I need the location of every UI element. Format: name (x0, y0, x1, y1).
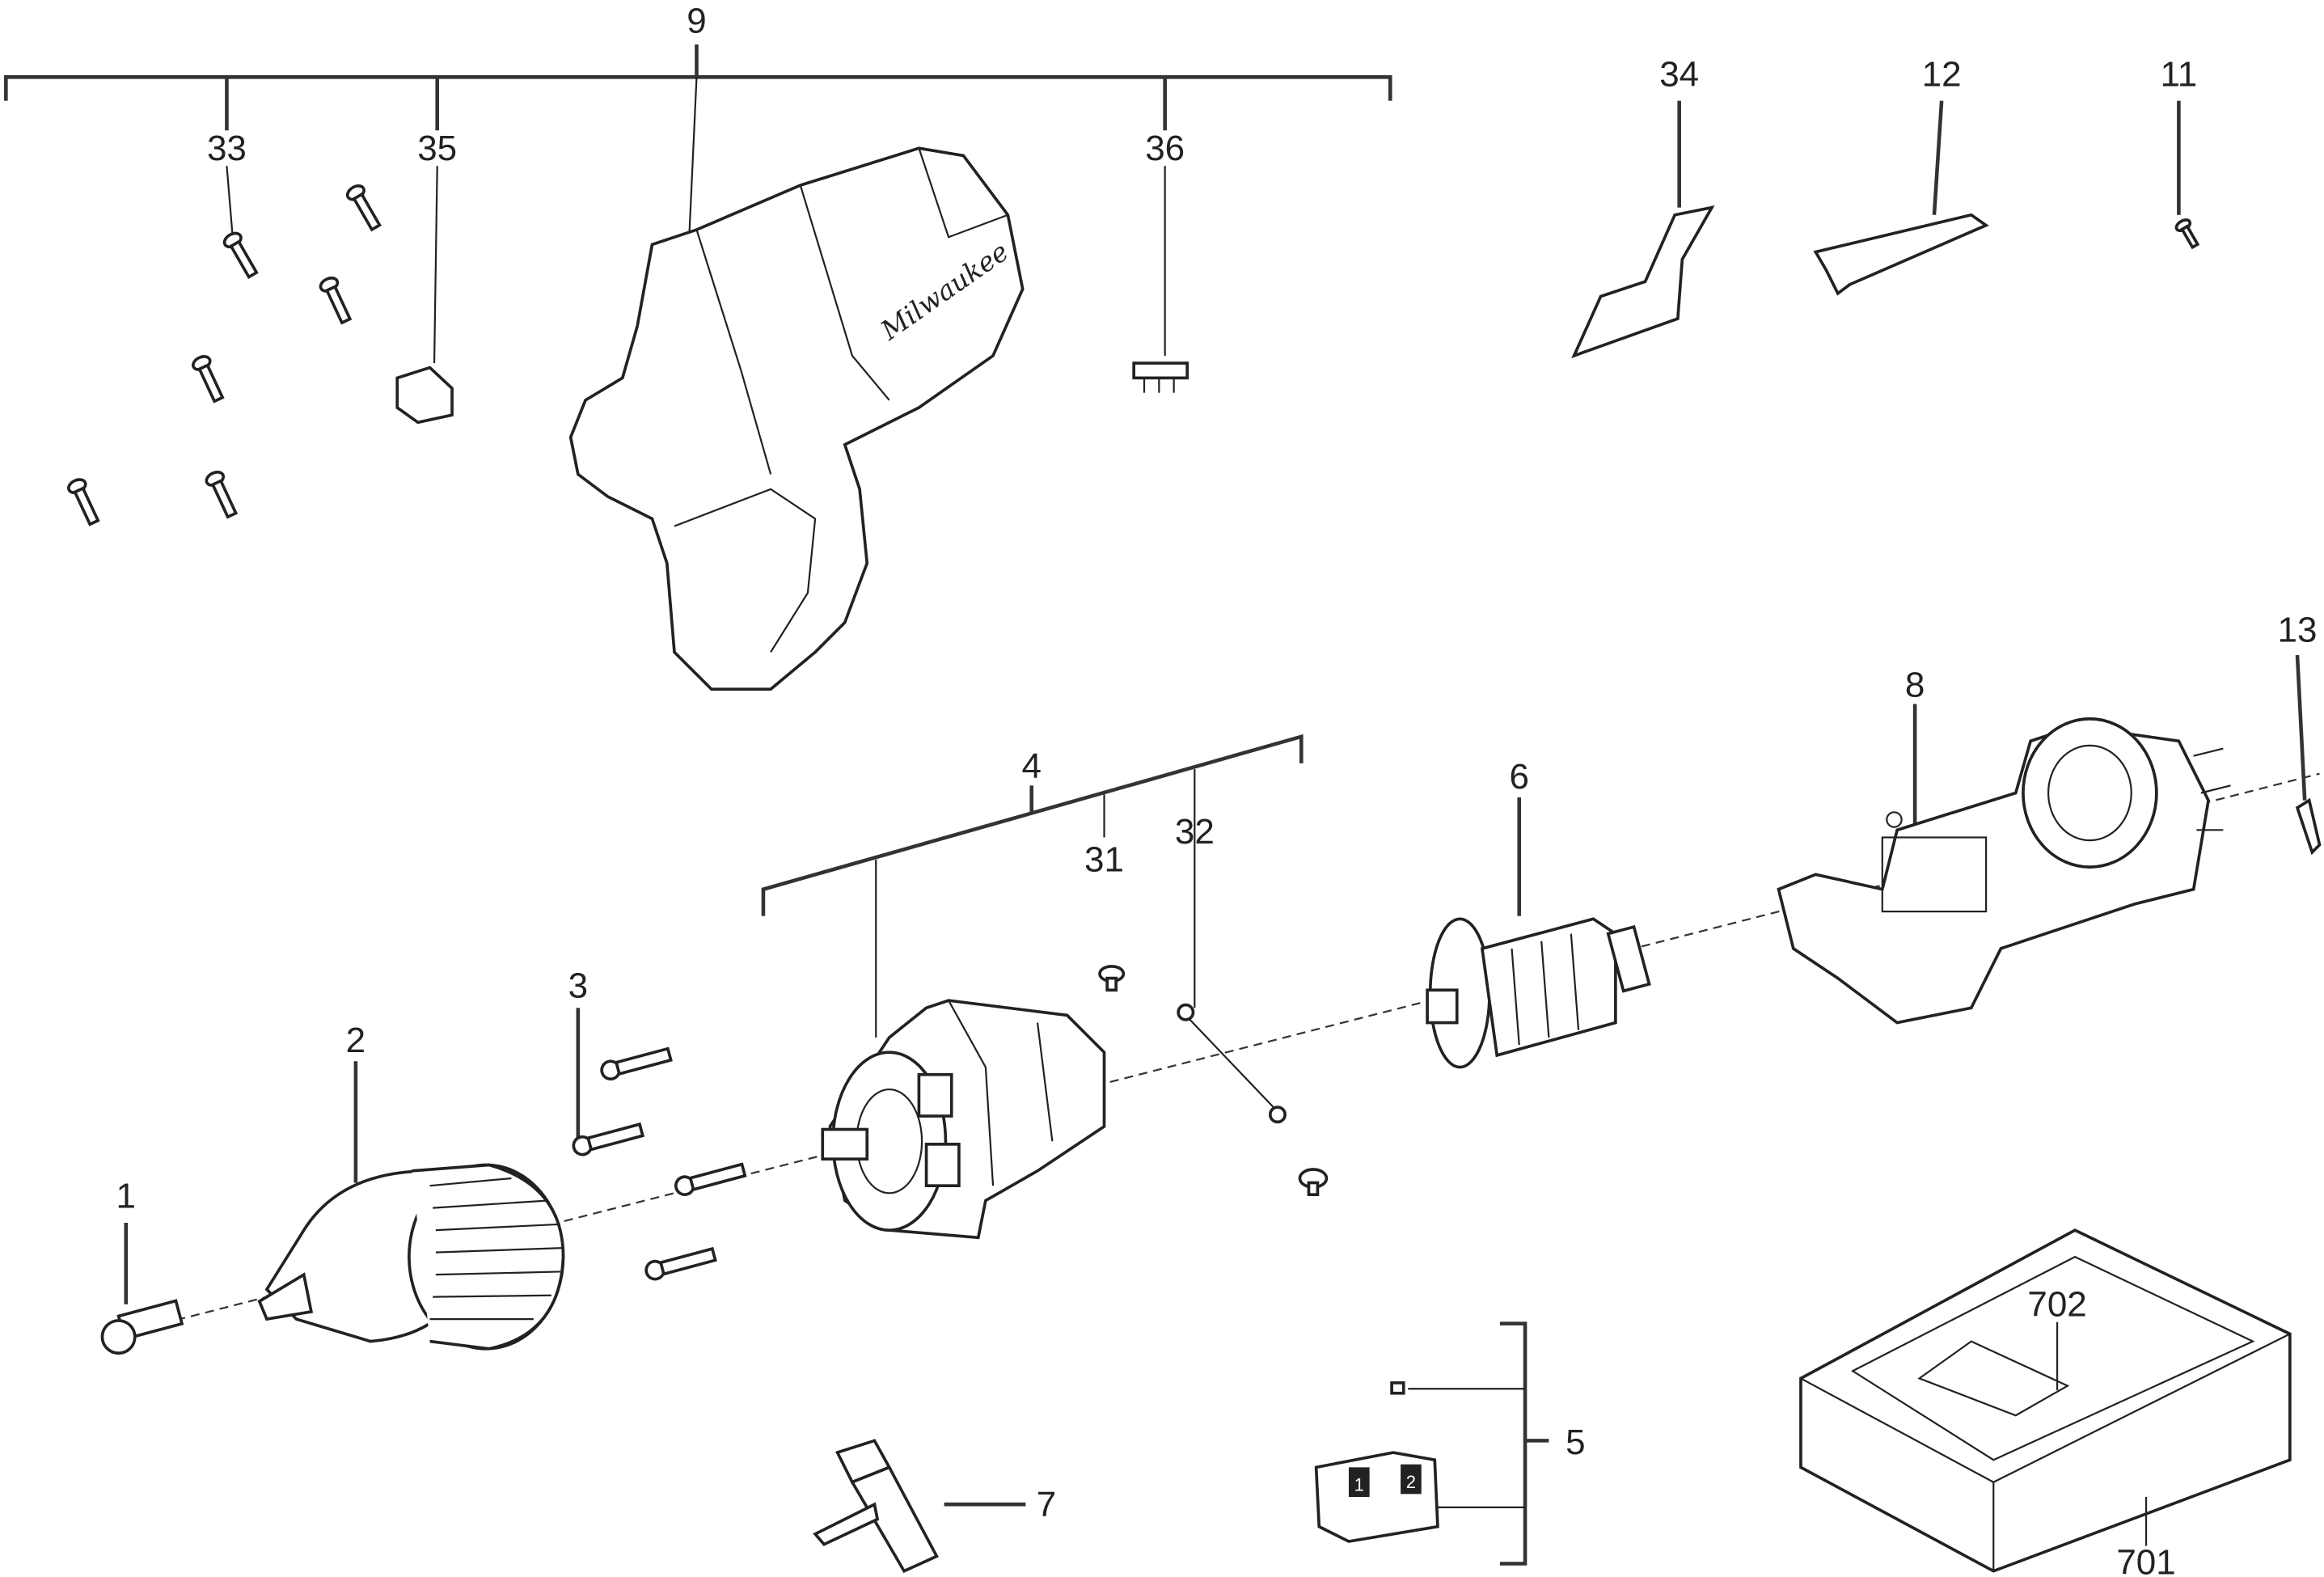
part-label-8[interactable]: 8 (1905, 665, 1925, 704)
part-label-12[interactable]: 12 (1922, 54, 1962, 94)
part-label-33[interactable]: 33 (207, 129, 247, 168)
housing-9[interactable]: Milwaukee (568, 146, 1025, 691)
clip-35[interactable] (395, 366, 454, 425)
clip-13[interactable] (2295, 797, 2322, 856)
part-label-32[interactable]: 32 (1175, 812, 1215, 852)
washer-31[interactable] (1098, 965, 1126, 992)
terminal-36[interactable] (1132, 361, 1189, 393)
part-label-34[interactable]: 34 (1659, 54, 1699, 94)
part-label-1[interactable]: 1 (116, 1177, 136, 1216)
direction-switch-5[interactable]: 1 2 (1314, 1451, 1439, 1543)
chuck-screw-1[interactable] (100, 1299, 184, 1355)
screw-gearbox[interactable] (1298, 1168, 1329, 1196)
belt-clip-12[interactable] (1813, 213, 1989, 296)
spring-wire-32[interactable] (1177, 1003, 1287, 1124)
gearbox-4[interactable] (821, 999, 1106, 1240)
electronics-assembly-8[interactable] (1777, 717, 2231, 1025)
pin-5[interactable] (1390, 1381, 1405, 1395)
part-label-31[interactable]: 31 (1084, 840, 1124, 880)
bracket-9 (4, 44, 1392, 364)
part-label-9[interactable]: 9 (687, 1, 706, 40)
screws-3[interactable] (572, 1046, 747, 1281)
part-label-11[interactable]: 11 (2161, 54, 2198, 94)
part-label-35[interactable]: 35 (417, 129, 457, 168)
chuck-2[interactable] (257, 1163, 565, 1351)
part-label-6[interactable]: 6 (1509, 757, 1528, 797)
svg-text:1: 1 (1354, 1475, 1364, 1495)
part-label-3[interactable]: 3 (568, 966, 588, 1005)
bracket-5 (1408, 1321, 1549, 1566)
part-label-5[interactable]: 5 (1566, 1423, 1585, 1462)
part-label-13[interactable]: 13 (2278, 611, 2318, 650)
part-label-7[interactable]: 7 (1037, 1485, 1056, 1524)
switch-actuator-7[interactable] (813, 1439, 939, 1574)
screw-11[interactable] (2174, 218, 2201, 250)
part-label-36[interactable]: 36 (1145, 129, 1185, 168)
part-label-2[interactable]: 2 (346, 1021, 366, 1060)
carry-case-701[interactable] (1799, 1228, 2292, 1573)
svg-text:2: 2 (1406, 1472, 1416, 1492)
rotor-6[interactable] (1426, 917, 1651, 1069)
part-label-701[interactable]: 701 (2116, 1542, 2175, 1577)
label-plate-34[interactable] (1571, 205, 1715, 359)
part-label-702[interactable]: 702 (2027, 1284, 2086, 1324)
part-label-4[interactable]: 4 (1021, 746, 1041, 786)
bracket-4 (761, 734, 1304, 1038)
screws-33[interactable] (66, 183, 383, 526)
